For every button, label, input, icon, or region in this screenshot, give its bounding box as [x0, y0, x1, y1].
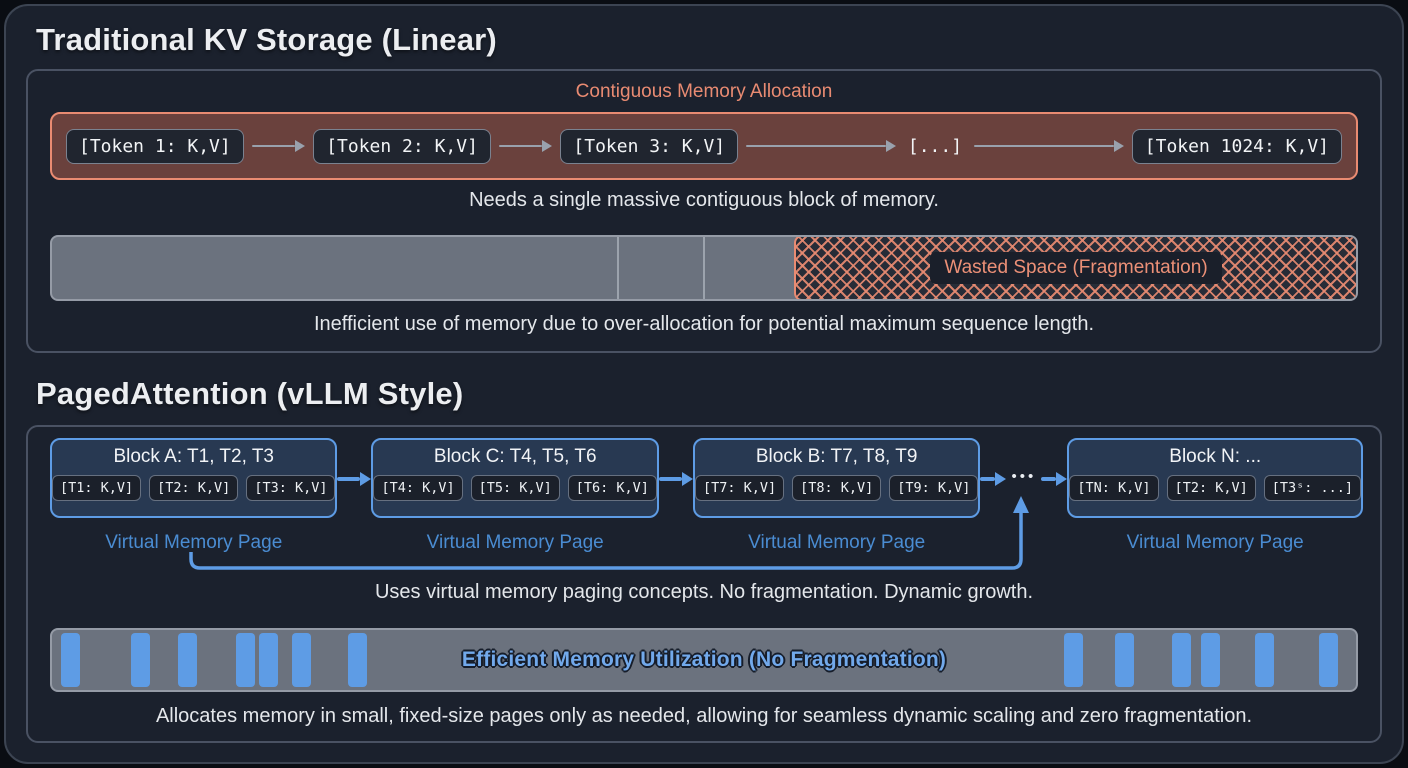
block-title: Block C: T4, T5, T6	[433, 446, 597, 467]
arrow-right-icon	[658, 472, 693, 486]
memory-block-a: Block A: T1, T2, T3 [T1: K,V] [T2: K,V] …	[50, 438, 338, 518]
virtual-memory-page-label: Virtual Memory Page	[105, 532, 283, 553]
wasted-space-label: Wasted Space (Fragmentation)	[930, 252, 1222, 284]
memory-block-c-column: Block C: T4, T5, T6 [T4: K,V] [T5: K,V] …	[371, 438, 659, 554]
token-box: [T3: K,V]	[246, 475, 336, 501]
token-box-3: [Token 3: K,V]	[560, 128, 739, 164]
memory-page-stripe	[1201, 633, 1220, 687]
token-box: [T6: K,V]	[567, 475, 657, 501]
memory-page-stripe	[1064, 633, 1083, 687]
token-box: [T2: K,V]	[1166, 475, 1256, 501]
virtual-memory-page-label: Virtual Memory Page	[1126, 532, 1304, 553]
token-ellipsis: [...]	[907, 135, 963, 157]
token-box-2: [Token 2: K,V]	[313, 128, 491, 164]
memory-block-b: Block B: T7, T8, T9 [T7: K,V] [T8: K,V] …	[692, 438, 981, 518]
token-box: [T4: K,V]	[373, 475, 463, 501]
memory-block-n-column: Block N: ... [TN: K,V] [T2: K,V] [T3ˢ: .…	[1067, 438, 1363, 554]
block-title: Block B: T7, T8, T9	[755, 446, 918, 467]
arrow-right-icon	[251, 140, 306, 152]
arrow-right-icon	[1041, 472, 1068, 486]
caption-inefficient: Inefficient use of memory due to over-al…	[313, 313, 1095, 335]
memory-page-stripe	[348, 633, 367, 687]
memory-block-c: Block C: T4, T5, T6 [T4: K,V] [T5: K,V] …	[371, 438, 659, 518]
section-title-paged: PagedAttention (vLLM Style)	[36, 376, 464, 411]
token-box: [T9: K,V]	[889, 475, 979, 501]
token-box: [TN: K,V]	[1069, 475, 1159, 501]
ellipsis-dots: •••	[1011, 468, 1037, 485]
arrow-right-icon	[337, 472, 372, 486]
memory-block-n: Block N: ... [TN: K,V] [T2: K,V] [T3ˢ: .…	[1067, 438, 1363, 518]
memory-blocks-row: Block A: T1, T2, T3 [T1: K,V] [T2: K,V] …	[50, 438, 1363, 554]
virtual-memory-page-label: Virtual Memory Page	[426, 532, 604, 553]
caption-paging: Uses virtual memory paging concepts. No …	[374, 581, 1034, 603]
section-title-traditional: Traditional KV Storage (Linear)	[36, 22, 497, 57]
used-memory-segment	[52, 237, 617, 299]
memory-page-stripe	[1255, 633, 1274, 687]
caption-contiguous: Needs a single massive contiguous block …	[469, 189, 939, 211]
paged-panel: Block A: T1, T2, T3 [T1: K,V] [T2: K,V] …	[26, 425, 1382, 743]
virtual-memory-page-label: Virtual Memory Page	[748, 532, 926, 553]
diagram-frame: Traditional KV Storage (Linear) Contiguo…	[4, 4, 1404, 764]
memory-block-b-column: Block B: T7, T8, T9 [T7: K,V] [T8: K,V] …	[692, 438, 981, 554]
token-box: [T7: K,V]	[694, 475, 785, 501]
memory-page-stripe	[1172, 633, 1191, 687]
paged-memory-bar: Efficient Memory Utilization (No Fragmen…	[50, 628, 1358, 692]
block-title: Block N: ...	[1169, 446, 1262, 467]
arrow-right-icon	[498, 140, 553, 152]
memory-page-stripe	[131, 633, 150, 687]
memory-block-a-column: Block A: T1, T2, T3 [T1: K,V] [T2: K,V] …	[50, 438, 338, 554]
memory-page-stripe	[236, 633, 255, 687]
used-memory-segment	[703, 237, 794, 299]
contiguous-memory-container: [Token 1: K,V] [Token 2: K,V] [Token 3: …	[50, 112, 1358, 180]
memory-page-stripe	[1319, 633, 1338, 687]
token-box-1: [Token 1: K,V]	[66, 128, 244, 164]
arrow-right-icon	[746, 140, 896, 152]
token-box-1024: [Token 1024: K,V]	[1131, 128, 1343, 164]
contiguous-allocation-label: Contiguous Memory Allocation	[575, 81, 833, 102]
traditional-panel: Contiguous Memory Allocation [Token 1: K…	[26, 69, 1382, 353]
memory-page-stripe	[1115, 633, 1134, 687]
memory-page-stripe	[61, 633, 80, 687]
memory-page-stripe	[178, 633, 197, 687]
efficient-utilization-label: Efficient Memory Utilization (No Fragmen…	[461, 648, 947, 671]
wasted-space-region: Wasted Space (Fragmentation)	[794, 237, 1356, 299]
token-box: [T3ˢ: ...]	[1263, 475, 1361, 501]
token-box: [T1: K,V]	[52, 475, 142, 501]
block-title: Block A: T1, T2, T3	[113, 446, 274, 467]
memory-page-stripe	[292, 633, 311, 687]
token-box: [T8: K,V]	[792, 475, 882, 501]
token-box: [T2: K,V]	[149, 475, 239, 501]
linear-memory-bar: Wasted Space (Fragmentation)	[50, 235, 1358, 301]
used-memory-segment	[617, 237, 703, 299]
caption-allocates: Allocates memory in small, fixed-size pa…	[155, 705, 1253, 727]
arrow-right-icon	[974, 140, 1124, 152]
arrow-right-icon	[980, 472, 1007, 486]
token-box: [T5: K,V]	[470, 475, 560, 501]
memory-page-stripe	[259, 633, 278, 687]
